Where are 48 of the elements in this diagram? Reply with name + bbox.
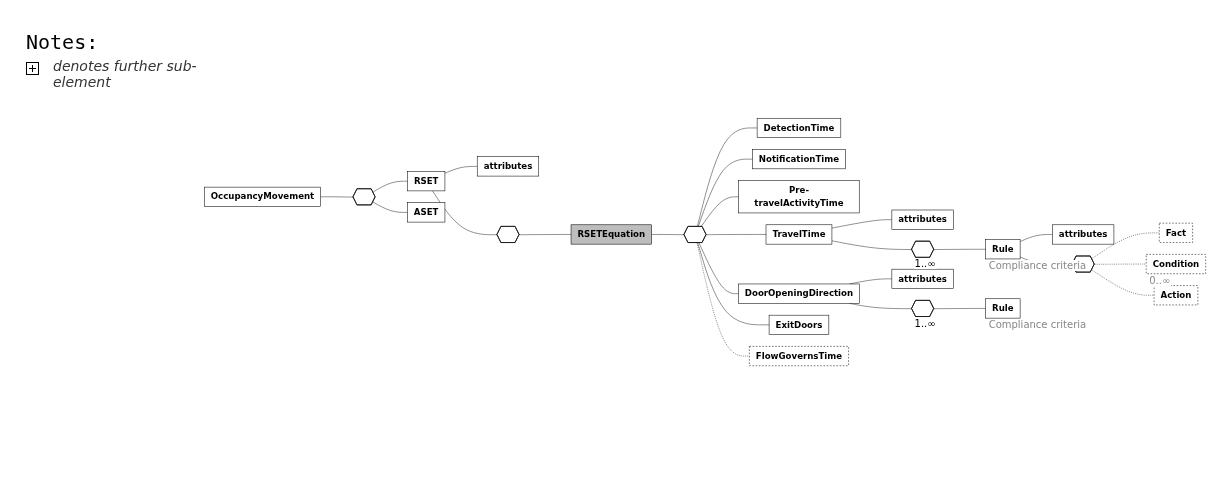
connector bbox=[700, 196, 739, 227]
node-box: Fact bbox=[1159, 222, 1193, 243]
connector bbox=[651, 234, 685, 235]
connector bbox=[372, 180, 408, 193]
node-box: DoorOpeningDirection bbox=[738, 283, 860, 304]
connector bbox=[696, 242, 750, 357]
connector bbox=[1019, 234, 1053, 242]
node-box: Rule bbox=[985, 239, 1021, 260]
node-box: OccupancyMovement bbox=[204, 186, 321, 207]
notes-heading: Notes: bbox=[26, 30, 99, 54]
connector bbox=[444, 166, 478, 174]
node-box: ExitDoors bbox=[768, 314, 830, 335]
connector bbox=[1091, 232, 1160, 260]
node-box: attributes bbox=[1052, 224, 1115, 245]
connector bbox=[432, 190, 498, 235]
legend-text: denotes further sub-element bbox=[53, 58, 198, 90]
node-box: Pre-travelActivityTime bbox=[738, 180, 860, 214]
node-box: Action bbox=[1153, 285, 1199, 306]
connector bbox=[706, 234, 767, 235]
node-box: DetectionTime bbox=[756, 118, 842, 138]
node-box: attributes bbox=[891, 209, 954, 230]
connector bbox=[697, 127, 758, 227]
node-box: FlowGovernsTime bbox=[749, 346, 849, 366]
annotation-text: 0..∞ bbox=[1148, 274, 1172, 286]
connector bbox=[519, 234, 572, 235]
node-box: TravelTime bbox=[765, 224, 833, 245]
annotation-text: Compliance criteria bbox=[987, 319, 1088, 331]
connector bbox=[697, 242, 770, 326]
occurrence-label: 1..∞ bbox=[913, 258, 937, 270]
node-box: Rule bbox=[985, 298, 1021, 319]
connector bbox=[933, 249, 986, 250]
node-box: RSETEquation bbox=[570, 224, 652, 245]
node-box: attributes bbox=[891, 268, 954, 289]
connector bbox=[1094, 263, 1147, 265]
node-box: Condition bbox=[1145, 254, 1206, 274]
connector bbox=[698, 242, 739, 294]
connector bbox=[831, 240, 913, 250]
node-box: ASET bbox=[407, 202, 446, 223]
node-box: attributes bbox=[476, 156, 539, 177]
node-box: RSET bbox=[407, 171, 446, 192]
connector bbox=[697, 158, 753, 227]
node-box: NotificationTime bbox=[752, 149, 846, 170]
occurrence-label: 1..∞ bbox=[913, 317, 937, 329]
connector bbox=[320, 196, 354, 198]
annotation-text: Compliance criteria bbox=[987, 259, 1088, 271]
connector bbox=[372, 201, 408, 213]
connector bbox=[831, 219, 893, 229]
connector bbox=[933, 308, 986, 309]
